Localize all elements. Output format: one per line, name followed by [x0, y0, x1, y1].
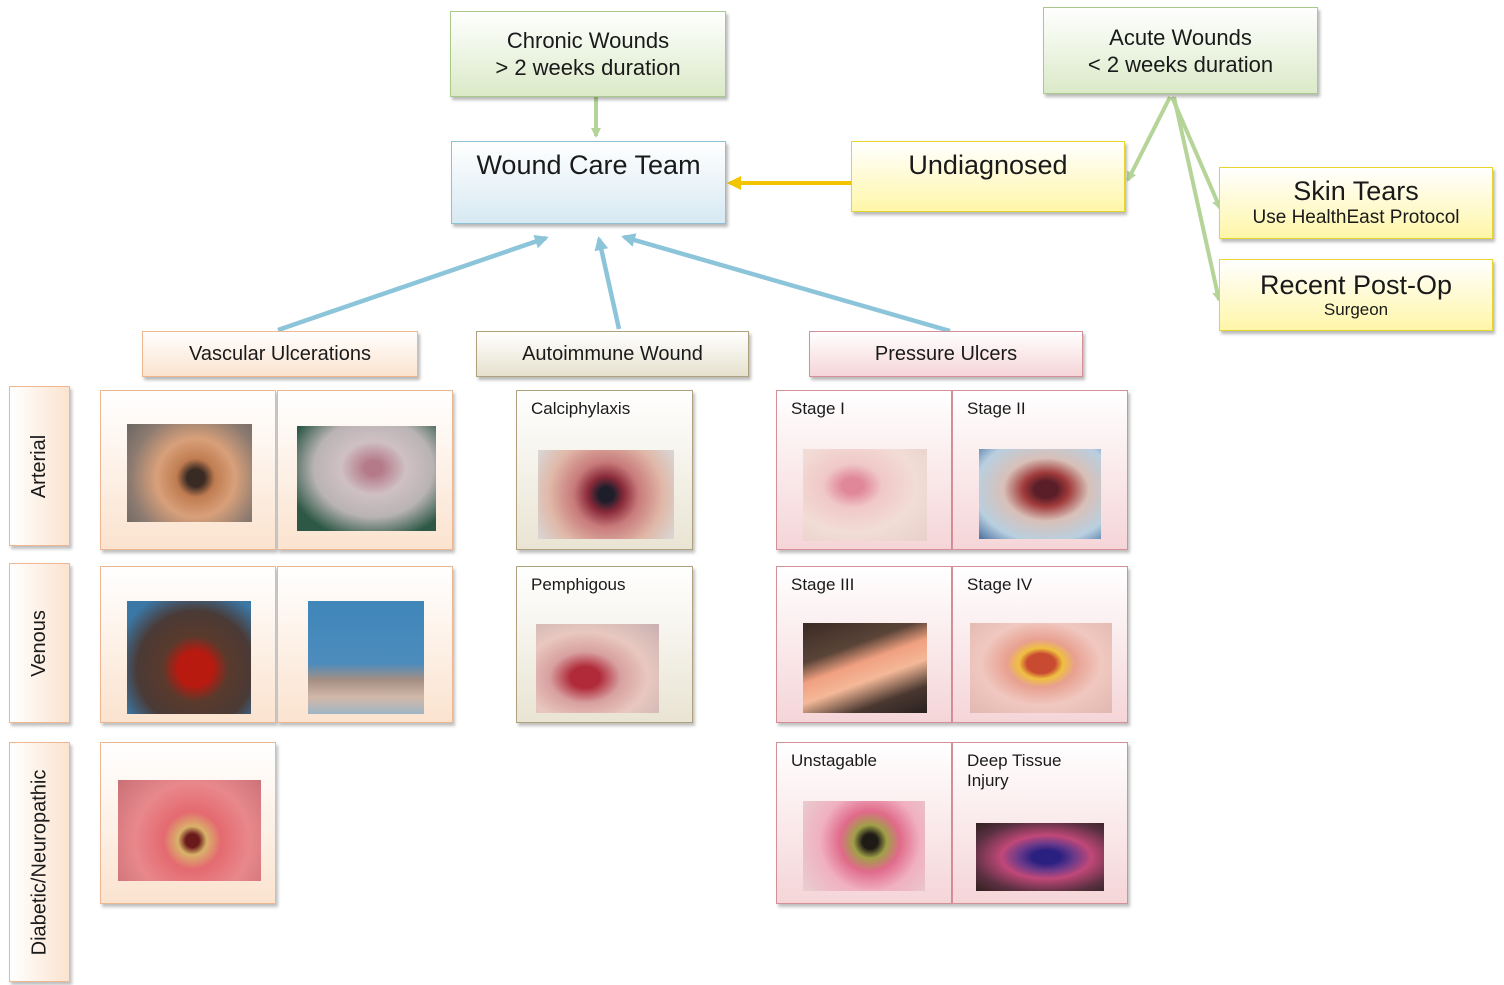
arrow-autoimmune-to-team — [599, 239, 619, 329]
stage-1-photo — [803, 449, 927, 541]
wound-care-team-node: Wound Care Team — [451, 141, 726, 224]
undiagnosed-label: Undiagnosed — [908, 150, 1067, 180]
unstagable-photo — [803, 801, 925, 891]
stage-1-label: Stage I — [791, 399, 845, 419]
row-label-arterial: Arterial — [9, 386, 70, 546]
row-label-diabetic-text: Diabetic/Neuropathic — [28, 769, 51, 955]
autoimmune-wound-label: Autoimmune Wound — [522, 342, 703, 366]
row-label-diabetic: Diabetic/Neuropathic — [9, 742, 70, 982]
stage-3-photo — [803, 623, 927, 713]
calciphylaxis-photo — [538, 450, 674, 539]
stage-4-photo — [970, 623, 1112, 713]
pemphigous-photo — [536, 624, 659, 713]
pressure-ulcers-label: Pressure Ulcers — [875, 342, 1017, 366]
deep-tissue-photo — [976, 823, 1104, 891]
pemphigous-label: Pemphigous — [531, 575, 626, 595]
stage-3-label: Stage III — [791, 575, 854, 595]
arrow-pressure-to-team — [624, 237, 950, 331]
row-label-arterial-text: Arterial — [28, 434, 51, 497]
diabetic-photo-card — [100, 742, 276, 904]
stage-2-card: Stage II — [952, 390, 1128, 550]
skin-tears-node: Skin Tears Use HealthEast Protocol — [1219, 167, 1493, 239]
chronic-wounds-duration: > 2 weeks duration — [495, 54, 680, 81]
vascular-ulcerations-label: Vascular Ulcerations — [189, 342, 371, 366]
skin-tears-protocol: Use HealthEast Protocol — [1253, 206, 1460, 230]
venous-photo-card-2 — [277, 566, 453, 723]
diabetic-wound-photo — [118, 780, 261, 881]
acute-wounds-duration: < 2 weeks duration — [1088, 51, 1273, 78]
arrow-acute-to-undiagnosed — [1128, 97, 1170, 180]
arterial-wound-photo-2 — [297, 426, 436, 531]
calciphylaxis-label: Calciphylaxis — [531, 399, 630, 419]
wound-care-team-label: Wound Care Team — [476, 150, 700, 180]
row-label-venous: Venous — [9, 563, 70, 723]
acute-wounds-node: Acute Wounds < 2 weeks duration — [1043, 7, 1318, 94]
calciphylaxis-card: Calciphylaxis — [516, 390, 693, 550]
chronic-wounds-node: Chronic Wounds > 2 weeks duration — [450, 11, 726, 97]
venous-wound-photo-2 — [308, 601, 424, 714]
vascular-ulcerations-header: Vascular Ulcerations — [142, 331, 418, 377]
stage-1-card: Stage I — [776, 390, 952, 550]
autoimmune-wound-header: Autoimmune Wound — [476, 331, 749, 377]
pressure-ulcers-header: Pressure Ulcers — [809, 331, 1083, 377]
arrow-vascular-to-team — [278, 238, 546, 330]
arterial-photo-card-1 — [100, 390, 276, 550]
stage-4-card: Stage IV — [952, 566, 1128, 723]
venous-photo-card-1 — [100, 566, 276, 723]
unstagable-card: Unstagable — [776, 742, 952, 904]
unstagable-label: Unstagable — [791, 751, 877, 771]
skin-tears-title: Skin Tears — [1293, 176, 1419, 206]
stage-3-card: Stage III — [776, 566, 952, 723]
stage-4-label: Stage IV — [967, 575, 1032, 595]
chronic-wounds-title: Chronic Wounds — [507, 27, 669, 54]
venous-wound-photo-1 — [127, 601, 251, 714]
post-op-surgeon: Surgeon — [1324, 300, 1388, 320]
row-label-venous-text: Venous — [28, 610, 51, 677]
stage-2-label: Stage II — [967, 399, 1026, 419]
post-op-node: Recent Post-Op Surgeon — [1219, 259, 1493, 331]
pemphigous-card: Pemphigous — [516, 566, 693, 723]
post-op-title: Recent Post-Op — [1260, 270, 1452, 300]
acute-wounds-title: Acute Wounds — [1109, 24, 1252, 51]
arterial-wound-photo-1 — [127, 424, 252, 522]
arrow-acute-to-post-op — [1174, 97, 1219, 300]
arterial-photo-card-2 — [277, 390, 453, 550]
undiagnosed-node: Undiagnosed — [851, 141, 1125, 212]
stage-2-photo — [979, 449, 1101, 539]
deep-tissue-card: Deep Tissue Injury — [952, 742, 1128, 904]
deep-tissue-label: Deep Tissue Injury — [967, 751, 1107, 791]
